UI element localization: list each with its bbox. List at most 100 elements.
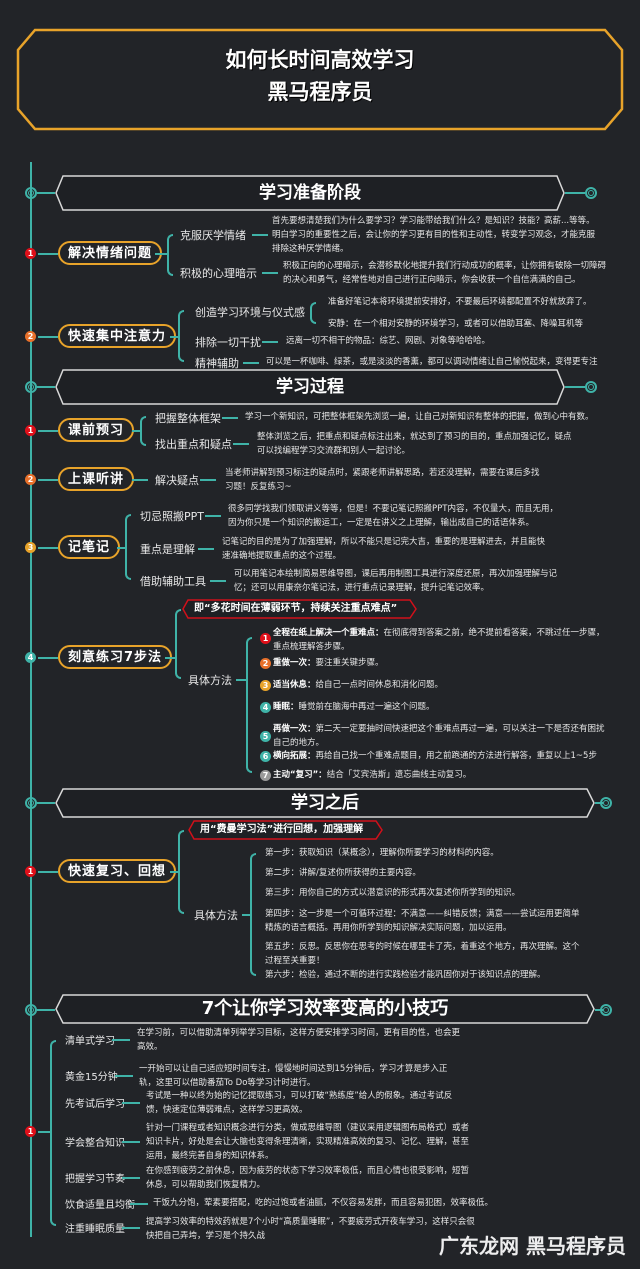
- section-header-prep: 学习准备阶段: [55, 175, 565, 211]
- step-badge-1: 1: [260, 633, 271, 644]
- topic-node[interactable]: 刻意练习7步法: [58, 645, 173, 669]
- tip-label: 注重睡眠质量: [65, 1224, 125, 1235]
- subtopic-label: 重点是理解: [140, 543, 195, 556]
- step-text: 重做一次：要注重关键步骤。: [273, 658, 384, 668]
- method-label: 具体方法: [188, 674, 232, 687]
- section-header-process: 学习过程: [55, 369, 565, 405]
- feynman-step: 第二步：讲解/复述你所获得的主要内容。: [265, 868, 421, 878]
- section-title: 学习之后: [291, 793, 359, 813]
- step-badge-7: 7: [260, 770, 271, 781]
- subtopic-text: 安静：在一个相对安静的环境学习，或者可以借助耳塞、降噪耳机等: [328, 319, 584, 329]
- subtopic-label: 排除一切干扰: [195, 336, 261, 349]
- step-text: 横向拓展：再给自己找一个重难点题目，用之前跑通的方法进行解答，重复以上1~5步: [273, 751, 597, 761]
- badge-2: 2: [25, 474, 36, 485]
- title-frame: [16, 28, 624, 131]
- callout-text: 即“多花时间在薄弱环节，持续关注重点难点”: [194, 603, 398, 614]
- badge-4: 4: [25, 652, 36, 663]
- tip-text: 干饭九分饱，荤素要搭配，吃的过饱或者油腻，不仅容易发胖，而且容易犯困，效率极低。: [153, 1198, 494, 1208]
- section-title: 学习过程: [276, 377, 344, 397]
- badge-1: 1: [25, 425, 36, 436]
- badge-2: 2: [25, 331, 36, 342]
- subtopic-text: 可以是一杯咖啡、绿茶，或是淡淡的香薰，都可以调动情绪让自己愉悦起来，变得更专注: [266, 357, 598, 367]
- step-text: 适当休息：给自己一点时间休息和消化问题。: [273, 680, 444, 690]
- subtopic-text: 记笔记的目的是为了加强理解，所以不能只是记完大吉，重要的是理解进去，并且能快速准…: [222, 537, 546, 561]
- watermark-logo: 广东龙网 黑马程序员: [439, 1234, 626, 1258]
- tip-label: 清单式学习: [65, 1036, 115, 1047]
- tip-label: 把握学习节奏: [65, 1174, 125, 1185]
- subtopic-text: 首先要想清楚我们为什么要学习？学习能带给我们什么？是知识？技能？高薪...等等。…: [272, 216, 596, 254]
- title-line1: 如何长时间高效学习: [225, 48, 415, 72]
- badge-1: 1: [25, 248, 36, 259]
- step-badge-2: 2: [260, 658, 271, 669]
- section-ring-icon: [25, 797, 37, 809]
- tip-text: 在学习前，可以借助清单列举学习目标，这样方便安排学习时间，更有目的性，也会更高效…: [137, 1028, 461, 1052]
- step-badge-5: 5: [260, 731, 271, 742]
- step-text: 主动“复习”：结合「艾宾浩斯」遗忘曲线主动复习。: [273, 770, 472, 780]
- badge-3: 3: [25, 542, 36, 553]
- section-header-after: 学习之后: [55, 788, 595, 818]
- step-badge-6: 6: [260, 751, 271, 762]
- topic-node[interactable]: 快速集中注意力: [58, 324, 177, 348]
- title-line2: 黑马程序员: [267, 80, 373, 104]
- subtopic-label: 创造学习环境与仪式感: [195, 306, 305, 319]
- tip-label: 饮食适量且均衡: [65, 1200, 135, 1211]
- tip-label: 黄金15分钟: [65, 1072, 118, 1083]
- tip-text: 在你感到疲劳之前休息，因为疲劳的状态下学习效率极低，而且心情也很受影响，短暂休息…: [146, 1166, 470, 1190]
- section-title: 7个让你学习效率变高的小技巧: [201, 998, 449, 1019]
- section-ring-icon: [585, 187, 597, 199]
- main-spine: [30, 162, 32, 1237]
- subtopic-label: 精神辅助: [195, 357, 239, 370]
- tip-text: 考试是一种以终为始的记忆提取练习，可以打破“熟练度”给人的假象。通过考试反馈，快…: [146, 1091, 453, 1115]
- tip-text: 一开始可以让自己适应短时间专注，慢慢地时间达到15分钟后，学习才算是步入正轨，这…: [139, 1064, 448, 1088]
- step-text: 睡眠：睡觉前在脑海中再过一遍这个问题。: [273, 702, 435, 712]
- tip-label: 先考试后学习: [65, 1099, 125, 1110]
- tip-label: 学会整合知识: [65, 1138, 125, 1149]
- badge-1: 1: [25, 1126, 36, 1137]
- topic-node[interactable]: 快速复习、回想: [58, 859, 177, 883]
- step-badge-4: 4: [260, 702, 271, 713]
- subtopic-label: 找出重点和疑点: [155, 438, 232, 451]
- step-badge-3: 3: [260, 680, 271, 691]
- section-ring-icon: [600, 797, 612, 809]
- tip-text: 提高学习效率的特效药就是7个小时“高质量睡眠”，不要疲劳式开夜车学习，这样只会很…: [146, 1217, 475, 1241]
- feynman-step: 第四步：这一步是一个可循环过程：不满意——纠错反馈；满意——尝试运用更简单精炼的…: [265, 909, 580, 933]
- section-header-tips: 7个让你学习效率变高的小技巧: [55, 994, 595, 1024]
- subtopic-text: 可以用笔记本绘制简易思维导图，课后再用制图工具进行深度还原，再次加强理解与记忆；…: [234, 569, 558, 593]
- section-ring-icon: [585, 381, 597, 393]
- topic-node[interactable]: 上课听讲: [58, 467, 135, 491]
- subtopic-label: 把握整体框架: [155, 412, 221, 425]
- topic-node[interactable]: 解决情绪问题: [58, 241, 163, 265]
- section-ring-icon: [25, 381, 37, 393]
- callout-text: 用“费曼学习法”进行回想，加强理解: [200, 824, 364, 835]
- subtopic-label: 借助辅助工具: [140, 575, 206, 588]
- title-banner: 如何长时间高效学习 黑马程序员: [16, 28, 624, 131]
- feynman-step: 第一步：获取知识（某概念），理解你所要学习的材料的内容。: [265, 848, 499, 858]
- callout-banner: 即“多花时间在薄弱环节，持续关注重点难点”: [182, 599, 417, 619]
- method-label: 具体方法: [194, 909, 238, 922]
- feynman-step: 第三步：用你自己的方式以潜意识的形式再次复述你所学到的知识。: [265, 888, 521, 898]
- subtopic-label: 克服厌学情绪: [180, 229, 246, 242]
- section-ring-icon: [25, 187, 37, 199]
- section-title: 学习准备阶段: [259, 183, 361, 203]
- subtopic-text: 整体浏览之后，把重点和疑点标注出来，就达到了预习的目的，重点加强记忆，疑点可以找…: [257, 432, 572, 456]
- badge-1: 1: [25, 866, 36, 877]
- subtopic-text: 很多同学找我们领取讲义等等，但是！不要记笔记照搬PPT内容，不仅量大，而且无用，…: [228, 504, 558, 528]
- subtopic-label: 切忌照搬PPT: [140, 510, 204, 523]
- callout-banner: 用“费曼学习法”进行回想，加强理解: [188, 820, 383, 840]
- subtopic-label: 解决疑点: [155, 474, 199, 487]
- section-ring-icon: [600, 1004, 612, 1016]
- step-text: 全程在纸上解决一个重难点：在彻底得到答案之前，绝不提前看答案，不跳过任一步骤，重…: [273, 628, 605, 652]
- subtopic-text: 准备好笔记本将环境提前安排好，不要最后环境都配置不好就放弃了。: [328, 297, 592, 307]
- subtopic-text: 当老师讲解到预习标注的疑点时，紧跟老师讲解思路，若还没理解，需要在课后多找习题！…: [225, 468, 540, 492]
- subtopic-text: 学习一个新知识，可把整体框架先浏览一遍，让自己对新知识有整体的把握，做到心中有数…: [245, 412, 594, 422]
- tip-text: 针对一门课程或者知识概念进行分类，做成思维导图（建议采用逻辑图布局格式）或者知识…: [146, 1123, 470, 1161]
- section-ring-icon: [25, 1004, 37, 1016]
- subtopic-text: 积极正向的心理暗示，会潜移默化地提升我们行动成功的概率，让你拥有破除一切障碍的决…: [283, 261, 607, 285]
- subtopic-label: 积极的心理暗示: [180, 267, 257, 280]
- topic-node[interactable]: 课前预习: [58, 418, 135, 442]
- feynman-step: 第五步：反思。反思你在思考的时候在哪里卡了壳，着重这个地方，再次理解。这个过程至…: [265, 942, 580, 966]
- topic-node[interactable]: 记笔记: [58, 535, 121, 559]
- subtopic-text: 远离一切不相干的物品：综艺、网剧、对象等哈哈哈。: [286, 336, 491, 346]
- feynman-step: 第六步：检验，通过不断的进行实践检验才能巩固你对于该知识点的理解。: [265, 970, 546, 980]
- step-text: 再做一次：第二天一定要抽时间快速把这个重难点再过一遍，可以关注一下是否还有困扰自…: [273, 724, 605, 748]
